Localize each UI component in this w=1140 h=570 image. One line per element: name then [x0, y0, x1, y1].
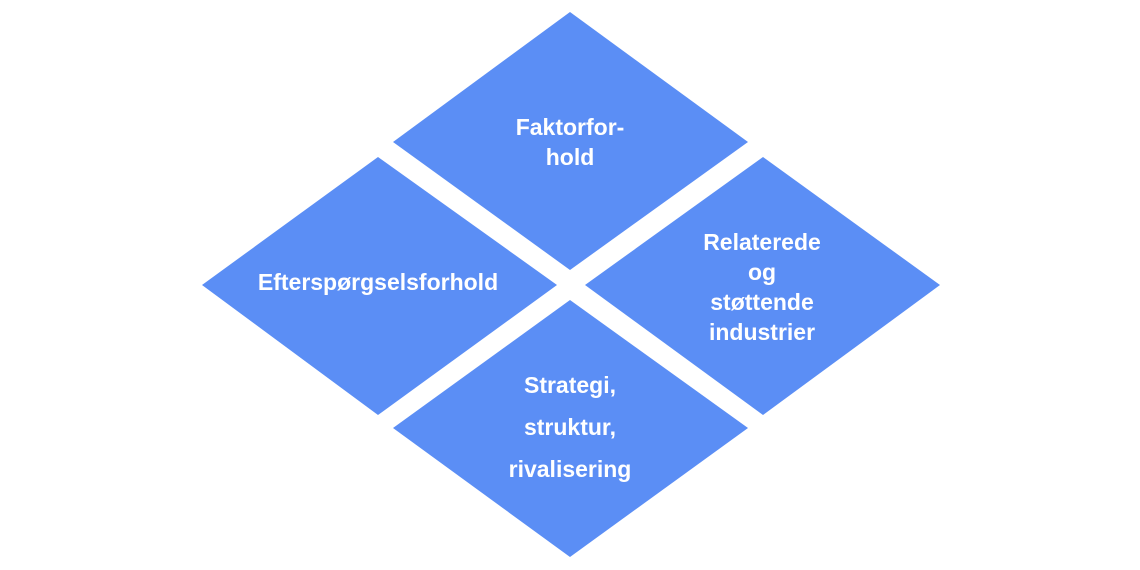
label-line: Faktorfor- [515, 114, 625, 140]
diamond-bottom-shape [393, 300, 748, 557]
label-line: og [747, 259, 777, 285]
diamond-bottom-label: Strategi, struktur, rivalisering [509, 364, 632, 490]
label-line: Relaterede [703, 229, 821, 255]
label-line: rivalisering [508, 456, 632, 482]
diamond-right-shape [585, 157, 940, 415]
diamond-top-label: Faktorfor- hold [516, 112, 625, 172]
label-line: hold [545, 144, 595, 170]
label-line: støttende [710, 289, 814, 315]
label-line: industrier [708, 319, 816, 345]
diamond-left-shape [202, 157, 557, 415]
label-line: Strategi, [523, 372, 617, 398]
diamond-right-label: Relaterede og støttende industrier [703, 227, 821, 347]
label-line: Efterspørgselsforhold [257, 269, 499, 295]
diamond-left-label: Efterspørgselsforhold [258, 267, 498, 297]
label-line: struktur, [523, 414, 617, 440]
diamond-top-shape [393, 12, 748, 270]
